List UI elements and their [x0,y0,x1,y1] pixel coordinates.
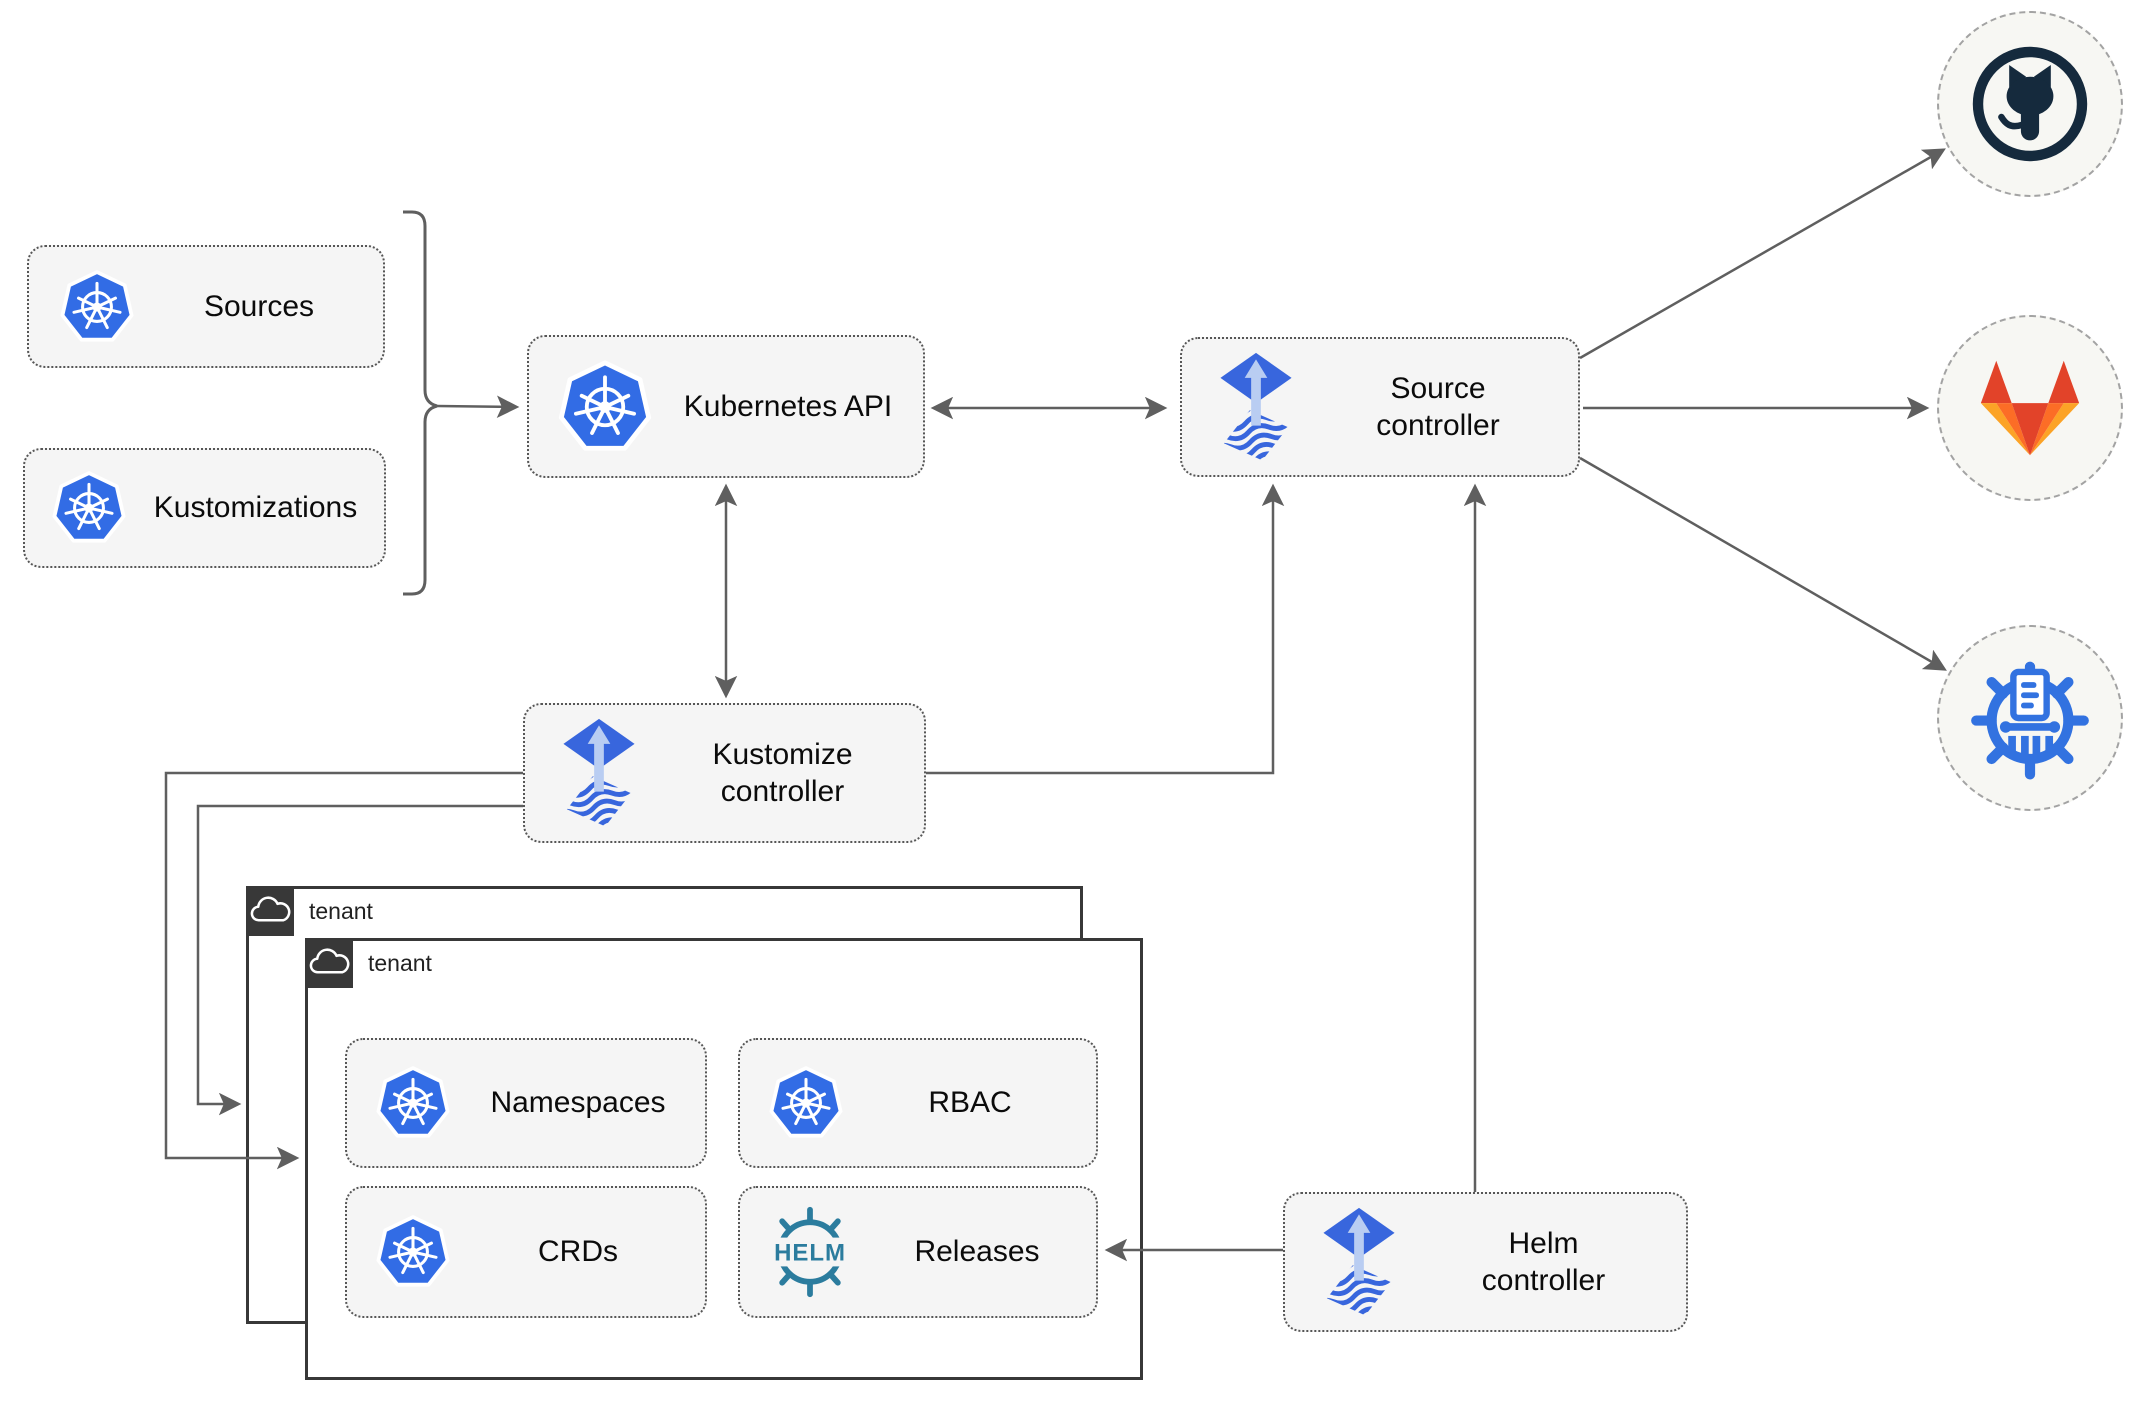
cloud-icon [250,896,291,922]
tenant-label: tenant [368,950,432,976]
cloud-icon [309,948,350,974]
node-label: CRDs [538,1235,618,1269]
node-label: RBAC [928,1086,1012,1120]
kubernetes-icon [51,470,127,546]
node-label: Sources [203,289,315,323]
flux-icon [1317,1203,1401,1321]
flux-icon [557,714,641,832]
node-crds: CRDs [345,1186,707,1318]
external-chartmuseum [1937,625,2123,811]
node-namespaces: Namespaces [345,1038,707,1168]
kubernetes-icon [768,1065,844,1141]
node-label: Kustomizations [153,491,358,525]
tenant-badge [305,938,353,988]
gitlab-icon [1980,360,2080,456]
external-gitlab [1937,315,2123,501]
node-label: Kubernetes API [683,389,893,423]
node-label: Releases [914,1235,1040,1269]
connector-source-to-github [1579,148,1946,360]
connector-brace-to-api [436,395,520,419]
node-releases: HELM Releases [738,1186,1098,1318]
node-sources: Sources [27,245,385,368]
github-icon [1965,39,2095,169]
helm-icon: HELM [762,1204,858,1300]
node-kubernetes-api: Kubernetes API [527,335,925,478]
flux-icon [1214,348,1298,466]
tenant-badge [246,886,294,936]
connector-brace [403,210,438,596]
connector-kustomize-to-source [926,483,1285,775]
helm-wordmark: HELM [774,1240,846,1267]
tenant-label: tenant [309,898,373,924]
chartmuseum-icon [1966,654,2094,782]
kubernetes-icon [557,359,653,455]
kubernetes-icon [375,1065,451,1141]
external-github [1937,11,2123,197]
connector-source-to-chartmuseum [1579,456,1947,671]
node-kustomizations: Kustomizations [23,448,386,568]
node-label: Namespaces [490,1086,666,1120]
node-rbac: RBAC [738,1038,1098,1168]
kubernetes-icon [375,1214,451,1290]
kubernetes-icon [59,269,135,345]
